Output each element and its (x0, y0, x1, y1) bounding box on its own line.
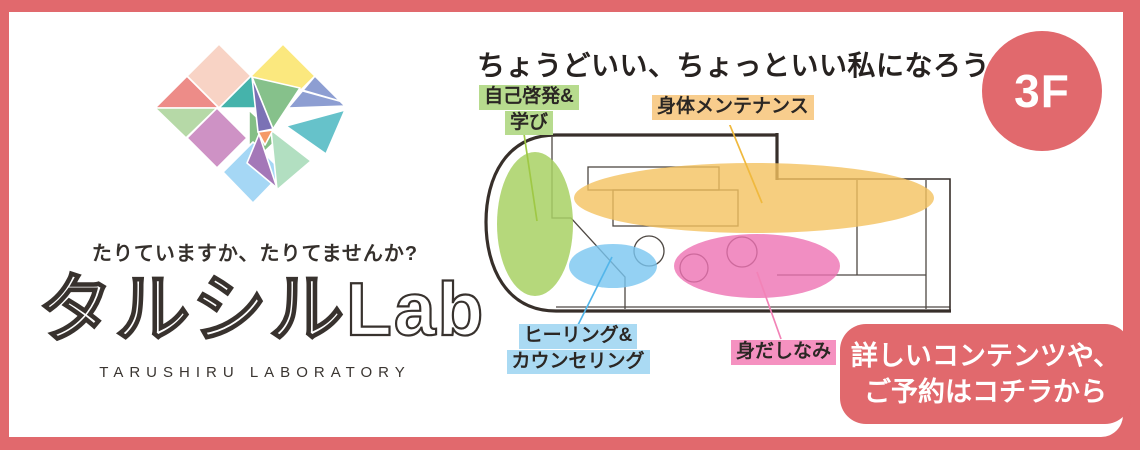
zone-area-grooming (674, 234, 840, 298)
brand-subtext-en: TARUSHIRU LABORATORY (99, 364, 411, 381)
leader-line-body-maintenance (728, 125, 763, 204)
leader-line-healing (576, 256, 613, 328)
floor-map (484, 125, 951, 340)
zone-label-line: 身体メンテナンス (652, 95, 814, 120)
cta-line-1: 詳しいコンテンツや、 (850, 340, 1121, 371)
cta-line-2: ご予約はコチラから (864, 377, 1107, 407)
leader-line-grooming (756, 271, 782, 340)
zone-label-line: 学び (504, 110, 553, 136)
zone-label-body-maintenance: 身体メンテナンス (652, 95, 814, 120)
cta-button[interactable]: 詳しいコンテンツや、 ご予約はコチラから (840, 324, 1131, 424)
zone-label-grooming: 身だしなみ (731, 340, 837, 365)
map-outline (484, 133, 951, 313)
floor-badge: 3F (982, 31, 1102, 151)
zone-label-self-improvement: 自己啓発& 学び (477, 85, 581, 136)
zone-label-line: 自己啓発& (479, 85, 579, 110)
leader-line-self-improvement (522, 126, 538, 222)
floor-badge-text: 3F (1014, 65, 1070, 117)
brand-tagline: たりていますか、たりてませんか? (91, 243, 419, 265)
zone-area-healing (569, 244, 657, 288)
zone-label-line: ヒーリング& (518, 324, 638, 349)
catchcopy-heading: ちょうどいい、ちょっといい私になろう (477, 50, 991, 81)
zone-label-healing: ヒーリング& カウンセリング (506, 324, 650, 375)
brand-heart-logo (154, 43, 346, 204)
zone-area-body-maintenance (574, 163, 934, 233)
brand-logotype: タルシルLab (37, 266, 486, 352)
zone-area-self-improvement (497, 152, 573, 296)
zone-label-line: 身だしなみ (731, 340, 837, 365)
zone-label-line: カウンセリング (506, 349, 650, 375)
